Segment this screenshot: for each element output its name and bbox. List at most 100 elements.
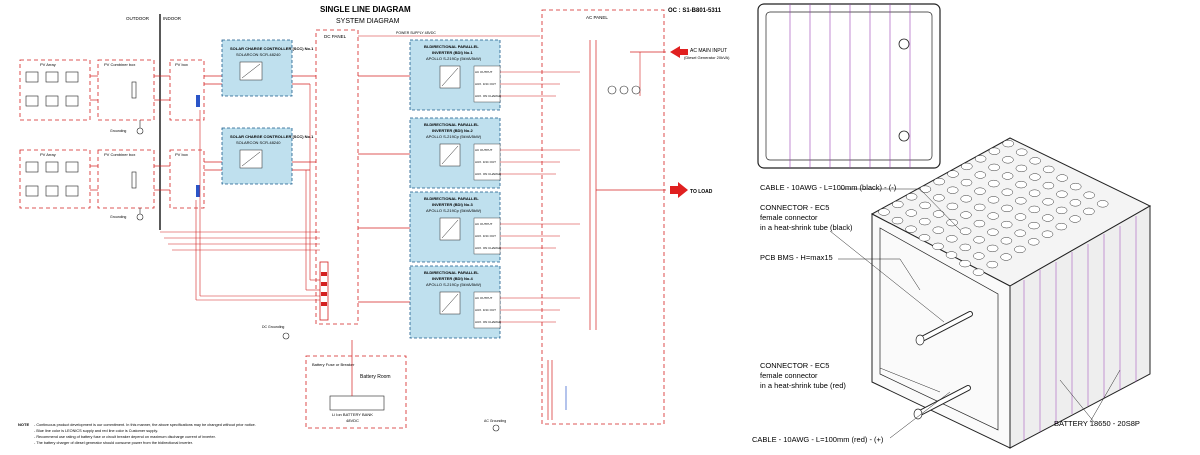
cell-top <box>1042 165 1055 174</box>
svg-text:APOLLO S-219Cp (5kVA/5kW): APOLLO S-219Cp (5kVA/5kW) <box>426 56 482 61</box>
svg-text:INVERTER (BDI) No.3: INVERTER (BDI) No.3 <box>432 202 473 207</box>
cell-top <box>905 225 917 233</box>
svg-text:APOLLO S-219Cp (5kVA/5kW): APOLLO S-219Cp (5kVA/5kW) <box>426 134 482 139</box>
ac-wiring <box>500 40 666 420</box>
svg-text:APOLLO S-219Cp (5kVA/5kW): APOLLO S-219Cp (5kVA/5kW) <box>426 282 482 287</box>
cell-top <box>987 228 999 236</box>
cell-top <box>1000 253 1012 261</box>
svg-text:AC OUTPUT: AC OUTPUT <box>475 70 493 74</box>
cell-top <box>986 244 999 253</box>
svg-text:INVERTER (BDI) No.1: INVERTER (BDI) No.1 <box>432 50 473 55</box>
cell-top <box>959 227 972 235</box>
cell-top <box>947 170 959 178</box>
cell-top <box>1042 198 1054 206</box>
cell-top <box>946 186 959 194</box>
svg-text:TO LOAD: TO LOAD <box>690 189 713 195</box>
grounding-symbol-2: Grounding <box>110 208 144 221</box>
cell-top <box>1069 182 1082 191</box>
cell-top <box>1015 164 1028 173</box>
cell-top <box>1002 139 1014 148</box>
pv-array-2: PV Array <box>19 149 91 209</box>
cell-top <box>973 252 985 260</box>
svg-text:in a heat-shrink tube (red): in a heat-shrink tube (red) <box>760 381 846 390</box>
cell-top <box>959 259 971 268</box>
svg-text:AC PANEL: AC PANEL <box>586 15 608 20</box>
svg-text:BI-DIRECTIONAL PARALLEL: BI-DIRECTIONAL PARALLEL <box>424 122 479 127</box>
svg-text:DC PANEL: DC PANEL <box>324 34 347 39</box>
svg-text:Battery Room: Battery Room <box>360 374 391 380</box>
svg-text:AUX. ON CHARGE: AUX. ON CHARGE <box>475 320 501 324</box>
cell-top <box>1028 221 1040 230</box>
cell-top <box>1029 173 1041 181</box>
svg-text:Li Ion BATTERY BANK: Li Ion BATTERY BANK <box>332 412 373 417</box>
svg-text:Grounding: Grounding <box>110 215 126 219</box>
svg-text:PV box: PV box <box>175 62 188 67</box>
cell-top <box>1069 199 1082 207</box>
cell-top <box>946 235 958 243</box>
svg-text:APOLLO S-219Cp (5kVA/5kW): APOLLO S-219Cp (5kVA/5kW) <box>426 208 482 213</box>
cell-top <box>1083 191 1095 199</box>
diagram-title: SINGLE LINE DIAGRAM <box>320 5 411 14</box>
battery-iso-body <box>870 137 1152 449</box>
label-connector-black: CONNECTOR - EC5 <box>760 203 829 212</box>
battery-room: Battery Fuse or Breaker Battery Room Li … <box>305 340 407 429</box>
cell-top <box>1015 197 1027 205</box>
pv-combiner-1: PV Combiner box <box>97 59 155 121</box>
single-line-diagram: SINGLE LINE DIAGRAM SYSTEM DIAGRAM OC : … <box>18 5 730 445</box>
cell-top <box>1055 222 1068 231</box>
svg-text:Grounding: Grounding <box>110 129 126 133</box>
cell-top <box>919 185 932 193</box>
cell-tops <box>878 139 1109 276</box>
svg-text:BI-DIRECTIONAL PARALLEL: BI-DIRECTIONAL PARALLEL <box>424 196 479 201</box>
ac-main-input-arrow: AC MAIN INPUT (Diesel Generator 20kVA) <box>670 46 730 60</box>
battery-top-view <box>757 3 941 169</box>
svg-text:female connector: female connector <box>760 371 818 380</box>
cell-top <box>961 162 973 171</box>
cell-top <box>1096 200 1109 208</box>
svg-text:AUX. 1NC OUT: AUX. 1NC OUT <box>475 82 496 86</box>
label-cable-black: CABLE - 10AWG - L=100mm (black) - (-) <box>760 183 897 192</box>
cell-top <box>1014 245 1026 254</box>
cell-top <box>919 201 931 210</box>
cell-top <box>892 200 904 209</box>
cell-top <box>1002 156 1014 164</box>
ac-grounding: AC Grounding <box>484 419 506 432</box>
svg-text:- Recommend use rating of batt: - Recommend use rating of battery fuse o… <box>34 435 216 439</box>
svg-text:AC Grounding: AC Grounding <box>484 419 506 423</box>
svg-text:AUX. 1NC OUT: AUX. 1NC OUT <box>475 234 496 238</box>
pv-array-1: PV Array <box>19 59 91 121</box>
cell-top <box>1028 189 1041 197</box>
cell-top <box>987 212 999 220</box>
cell-top <box>973 219 986 228</box>
svg-text:PV Array: PV Array <box>40 62 56 67</box>
cell-top <box>1041 230 1054 238</box>
cell-top <box>933 177 945 186</box>
cell-top <box>988 147 1001 155</box>
svg-text:AC MAIN INPUT: AC MAIN INPUT <box>690 48 727 54</box>
inverter-1: BI-DIRECTIONAL PARALLEL INVERTER (BDI) N… <box>409 39 501 111</box>
cell-top <box>960 195 972 203</box>
svg-text:INVERTER (BDI) No.4: INVERTER (BDI) No.4 <box>432 276 473 281</box>
power-supply-label: POWER SUPPLY 48VDC <box>396 31 436 35</box>
diagram-subtitle: SYSTEM DIAGRAM <box>336 18 400 25</box>
pv-box-2: PV box <box>169 149 205 209</box>
cell-top <box>973 203 986 212</box>
svg-text:AC OUTPUT: AC OUTPUT <box>475 222 493 226</box>
dc-grounding: DC Grounding <box>262 325 290 340</box>
cell-top <box>1055 206 1068 215</box>
cell-top <box>932 226 945 234</box>
cell-top <box>1000 237 1013 245</box>
svg-text:- Blue line color is LEONICS s: - Blue line color is LEONICS supply and … <box>34 429 158 433</box>
svg-text:SOLARCON SCR-48240: SOLARCON SCR-48240 <box>236 140 281 145</box>
cell-top <box>946 218 958 227</box>
cell-top <box>974 155 987 163</box>
cell-top <box>905 193 918 201</box>
pv-combiner-2: PV Combiner box <box>97 149 155 209</box>
relay-circles <box>607 85 641 95</box>
svg-text:(Diesel Generator 20kVA): (Diesel Generator 20kVA) <box>684 55 730 60</box>
svg-text:48VDC: 48VDC <box>346 418 359 423</box>
cell-top <box>1001 188 1014 196</box>
cell-top <box>1042 181 1055 190</box>
label-connector-red: CONNECTOR - EC5 <box>760 361 829 370</box>
